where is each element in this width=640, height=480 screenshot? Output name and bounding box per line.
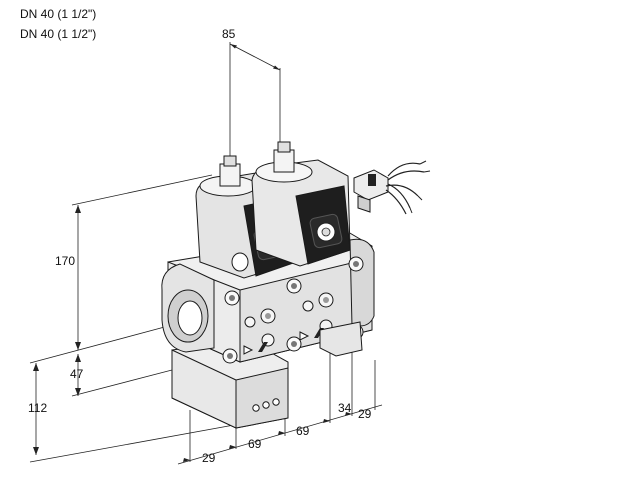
dim-69-left: 69 <box>248 437 262 451</box>
dim-69-right: 69 <box>296 424 310 438</box>
dim-29-front: 29 <box>202 451 216 465</box>
dim-34: 34 <box>338 401 352 415</box>
dimension-lines <box>29 42 383 465</box>
dim-112: 112 <box>28 401 48 415</box>
size-label-1: DN 40 (1 1/2") <box>20 7 97 21</box>
dim-47: 47 <box>70 367 84 381</box>
solenoid-right <box>251 141 351 267</box>
plug-connector <box>353 160 431 215</box>
dim-170: 170 <box>55 254 76 268</box>
size-label-2: DN 40 (1 1/2") <box>20 27 97 41</box>
dim-29-right: 29 <box>358 407 372 421</box>
dim-85: 85 <box>222 27 236 41</box>
